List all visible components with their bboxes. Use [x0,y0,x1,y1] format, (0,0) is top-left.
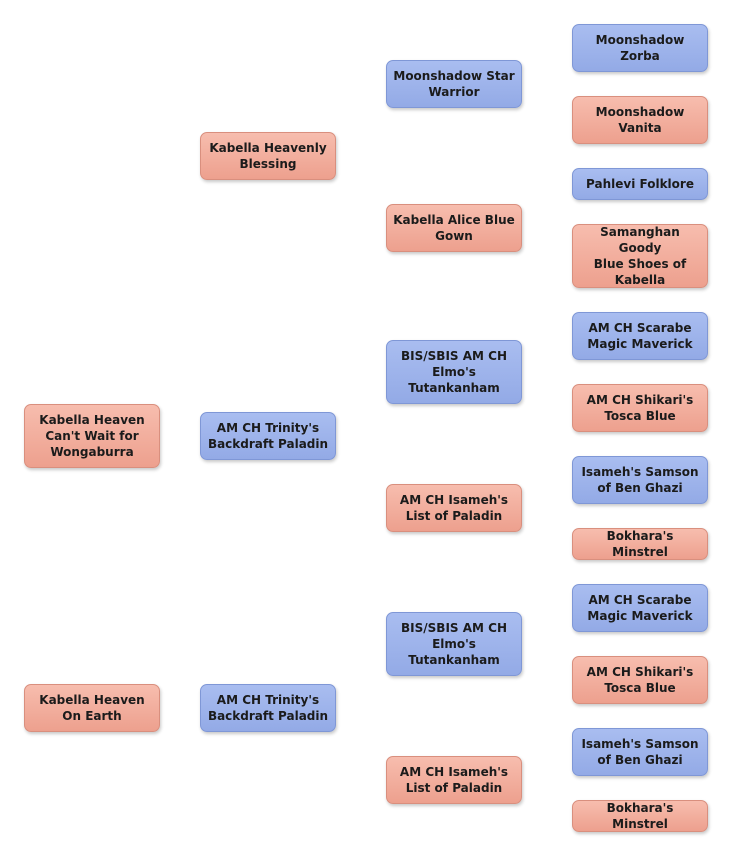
pedigree-node-dam-dam-dam: Samanghan Goody Blue Shoes of Kabella [572,224,708,288]
pedigree-node-subject: Kabella Heaven On Earth [24,684,160,732]
pedigree-node-dam-dam: Kabella Alice Blue Gown [386,204,522,252]
pedigree-node-dam-sire: Moonshadow Star Warrior [386,60,522,108]
pedigree-node-sire-dam-dam: Bokhara's Minstrel [572,800,708,832]
pedigree-node-dam: Kabella Heavenly Blessing [200,132,336,180]
pedigree-node-sire: AM CH Trinity's Backdraft Paladin [200,412,336,460]
pedigree-node-sire-dam-sire: Isameh's Samson of Ben Ghazi [572,456,708,504]
pedigree-node-sire-sire-sire: AM CH Scarabe Magic Maverick [572,584,708,632]
pedigree-node-sire-sire-dam: AM CH Shikari's Tosca Blue [572,384,708,432]
pedigree-node-sire-dam-sire: Isameh's Samson of Ben Ghazi [572,728,708,776]
pedigree-node-dam-sire-dam: Moonshadow Vanita [572,96,708,144]
pedigree-node-sire-dam: AM CH Isameh's List of Paladin [386,484,522,532]
pedigree-node-sire-dam-dam: Bokhara's Minstrel [572,528,708,560]
pedigree-node-dam-dam-sire: Pahlevi Folklore [572,168,708,200]
pedigree-node-sire-dam: AM CH Isameh's List of Paladin [386,756,522,804]
pedigree-node-sire-sire-dam: AM CH Shikari's Tosca Blue [572,656,708,704]
pedigree-node-subject: Kabella Heaven Can't Wait for Wongaburra [24,404,160,468]
pedigree-node-dam-sire-sire: Moonshadow Zorba [572,24,708,72]
pedigree-node-sire: AM CH Trinity's Backdraft Paladin [200,684,336,732]
pedigree-node-sire-sire-sire: AM CH Scarabe Magic Maverick [572,312,708,360]
pedigree-node-sire-sire: BIS/SBIS AM CH Elmo's Tutankanham [386,612,522,676]
pedigree-node-sire-sire: BIS/SBIS AM CH Elmo's Tutankanham [386,340,522,404]
